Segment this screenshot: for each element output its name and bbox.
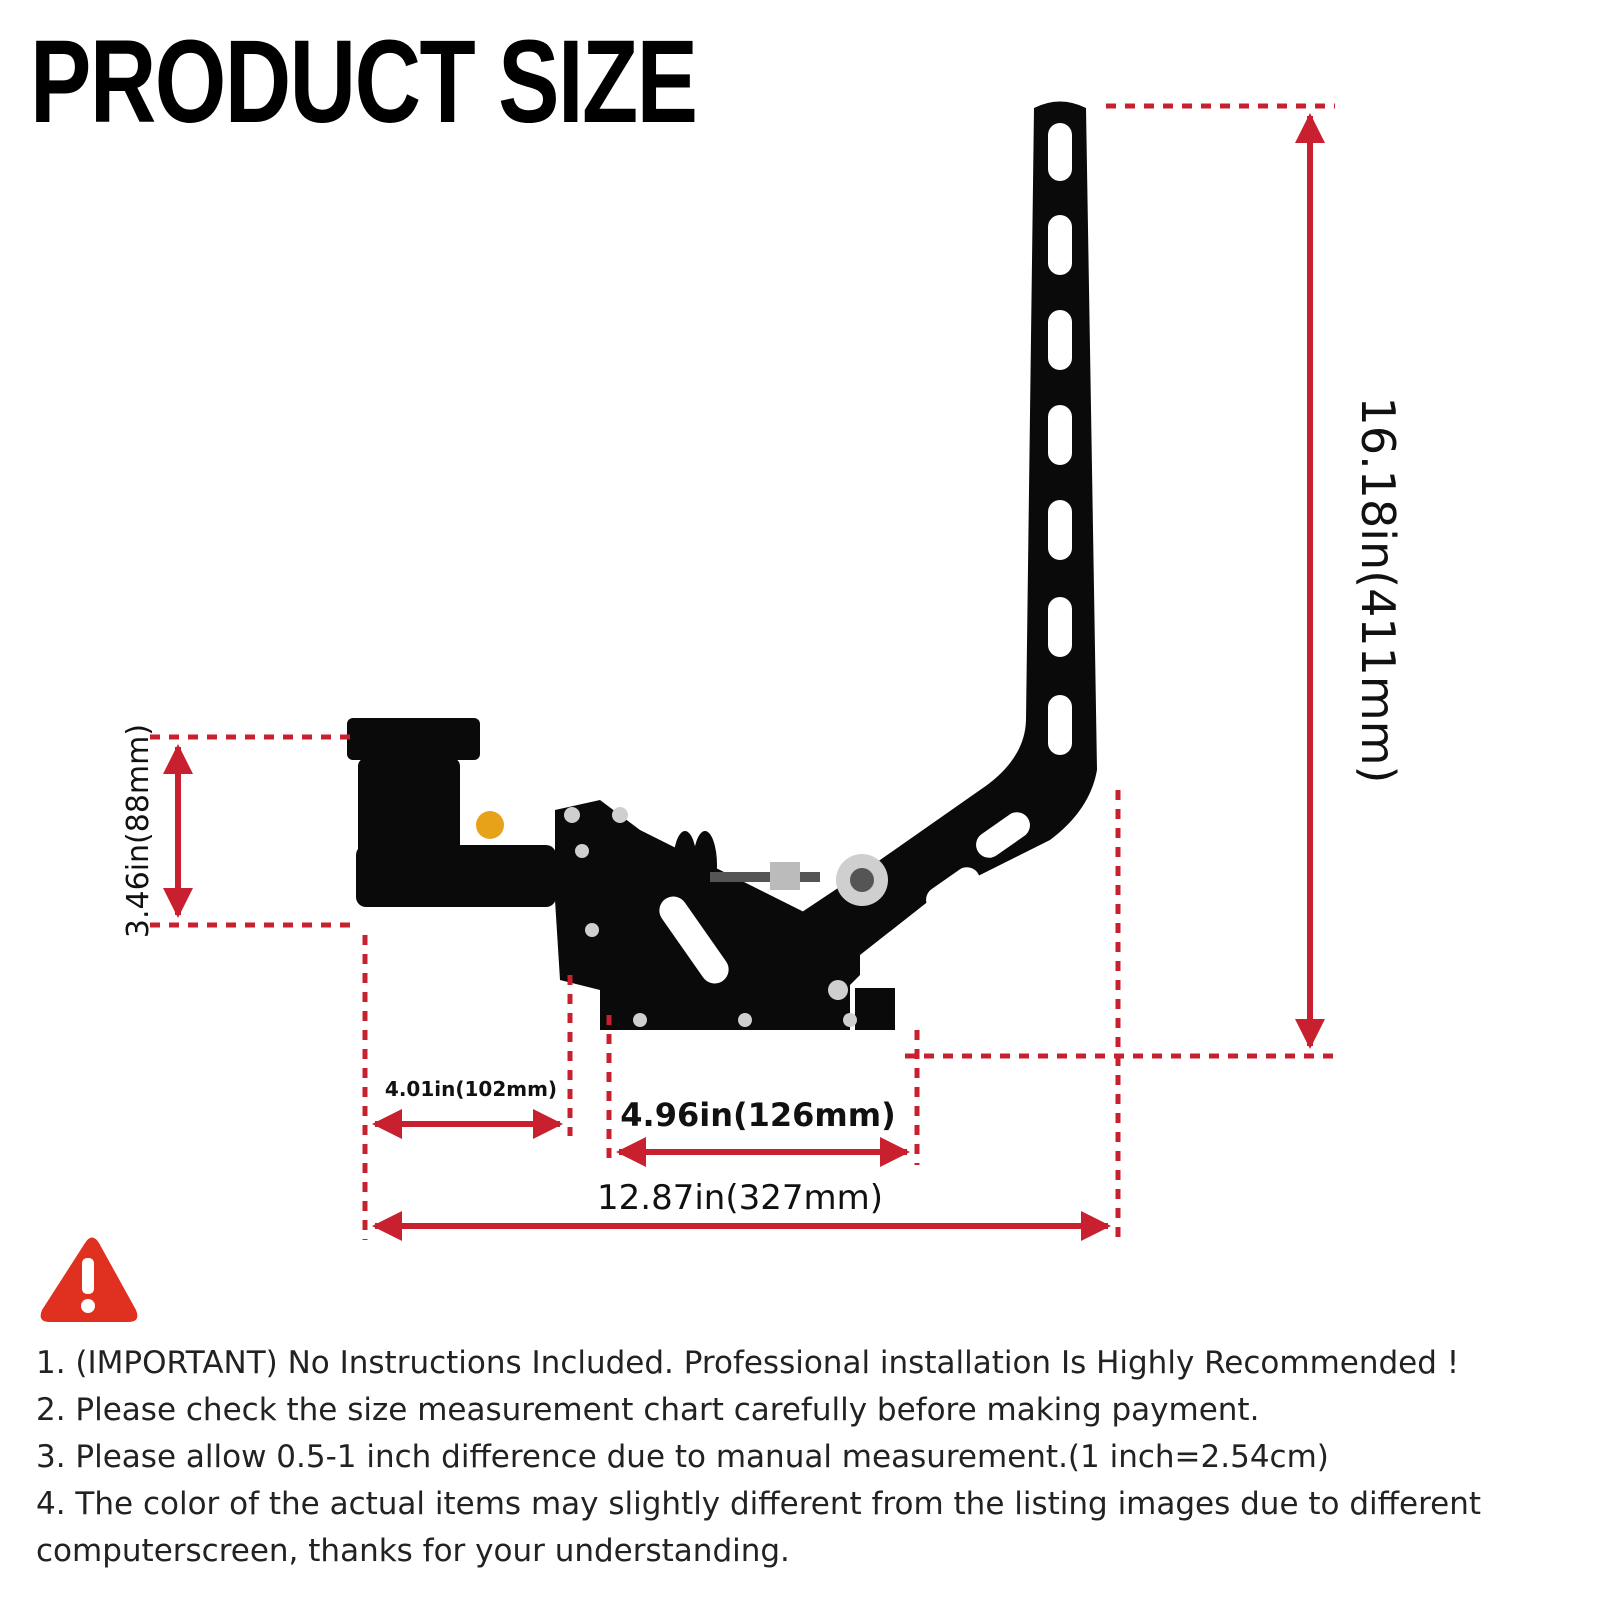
note-item: 4. The color of the actual items may sli… <box>36 1486 1482 1522</box>
extension-lines <box>150 103 1335 1240</box>
reservoir-cap <box>347 718 480 760</box>
note-item: 2. Please check the size measurement cha… <box>36 1392 1260 1428</box>
notes-list: 1. (IMPORTANT) No Instructions Included.… <box>36 1340 1576 1575</box>
note-item: 3. Please allow 0.5-1 inch difference du… <box>36 1439 1329 1475</box>
dim-label-reservoir-height: 3.46in(88mm) <box>121 724 156 938</box>
master-cylinder <box>356 845 556 907</box>
dim-label-total-width: 12.87in(327mm) <box>597 1178 883 1218</box>
dim-label-base-width: 4.96in(126mm) <box>620 1096 895 1134</box>
handbrake-illustration <box>347 101 1097 1030</box>
reservoir-body <box>358 758 460 868</box>
page-title: PRODUCT SIZE <box>30 16 698 148</box>
dimension-arrows <box>163 113 1325 1241</box>
lever-arm <box>790 101 1097 960</box>
note-item: 1. (IMPORTANT) No Instructions Included.… <box>36 1345 1460 1381</box>
warning-triangle-icon <box>40 1237 138 1322</box>
bracket <box>555 800 860 1030</box>
dim-label-reservoir-width: 4.01in(102mm) <box>385 1077 557 1101</box>
dim-label-total-height: 16.18in(411mm) <box>1351 397 1405 784</box>
note-item: computerscreen, thanks for your understa… <box>36 1533 790 1569</box>
